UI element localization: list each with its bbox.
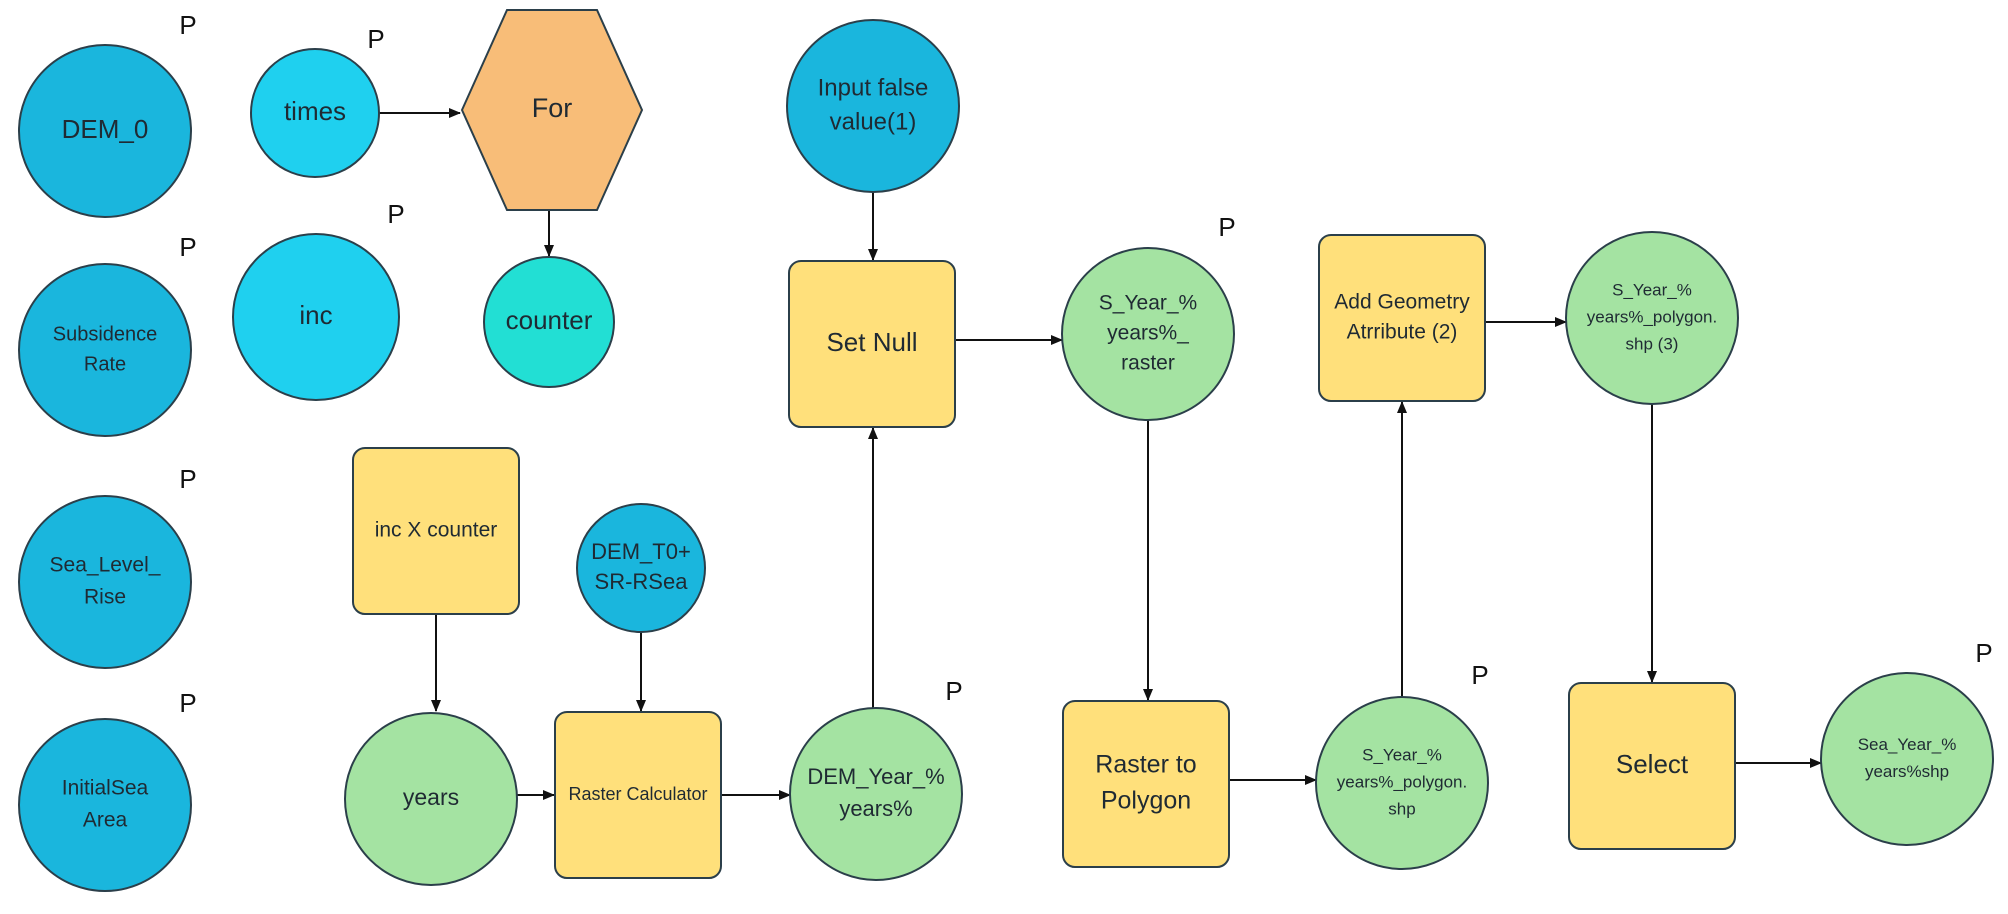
node-select[interactable]: Select xyxy=(1568,682,1736,850)
for-label-line-1: For xyxy=(532,93,573,123)
sealevel-circle[interactable] xyxy=(18,495,192,669)
node-counter[interactable]: counter xyxy=(483,256,615,388)
set-null-box[interactable] xyxy=(788,260,956,428)
node-times[interactable]: times xyxy=(250,48,380,178)
inc-x-counter-box[interactable] xyxy=(352,447,520,615)
connector-layer xyxy=(379,108,1822,800)
years-label-line-1: years xyxy=(403,784,459,810)
s-year-poly3-label-line-2: years%_polygon. xyxy=(1587,307,1717,326)
counter-circle[interactable] xyxy=(483,256,615,388)
years-circle[interactable] xyxy=(344,712,518,886)
dem0-label-line-1: DEM_0 xyxy=(62,114,149,144)
s-year-poly3-circle[interactable] xyxy=(1565,231,1739,405)
node-set-null[interactable]: Set Null xyxy=(788,260,956,428)
sea-year-circle[interactable] xyxy=(1820,672,1994,846)
select-box[interactable] xyxy=(1568,682,1736,850)
s-year-raster-label-line-3: raster xyxy=(1121,352,1175,375)
raster-to-poly-label-line-2: Polygon xyxy=(1101,787,1191,815)
raster-to-poly-box[interactable] xyxy=(1062,700,1230,868)
sea-year-label-line-2: years%shp xyxy=(1865,762,1949,781)
dem0-circle[interactable] xyxy=(18,44,192,218)
node-raster-to-poly[interactable]: Raster to Polygon xyxy=(1062,700,1230,868)
dem-t0-circle[interactable] xyxy=(576,503,706,633)
node-inc[interactable]: inc xyxy=(232,233,400,401)
parameter-marker-layer: P P P P P P P P P P xyxy=(179,10,1992,718)
parameter-marker-s-year-raster: P xyxy=(1218,212,1235,242)
dem-year-circle[interactable] xyxy=(789,707,963,881)
set-null-label-line-1: Set Null xyxy=(826,327,917,357)
parameter-marker-dem0: P xyxy=(179,10,196,40)
s-year-poly-circle[interactable] xyxy=(1315,696,1489,870)
inc-label-line-1: inc xyxy=(299,300,332,330)
subsidence-label-line-1: Subsidence xyxy=(53,323,158,345)
initialsea-label-line-2: Area xyxy=(83,809,128,832)
node-dem-year[interactable]: DEM_Year_% years% xyxy=(789,707,963,881)
times-circle[interactable] xyxy=(250,48,380,178)
parameter-marker-times: P xyxy=(367,24,384,54)
dem-year-label-line-1: DEM_Year_% xyxy=(807,764,944,789)
raster-calc-box[interactable] xyxy=(554,711,722,879)
input-false-label-line-1: Input false xyxy=(818,74,929,101)
s-year-poly-label-line-3: shp xyxy=(1388,799,1415,818)
node-s-year-raster[interactable]: S_Year_% years%_raster xyxy=(1061,247,1235,421)
inc-circle[interactable] xyxy=(232,233,400,401)
subsidence-label-line-2: Rate xyxy=(84,353,126,375)
parameter-marker-dem-year: P xyxy=(945,676,962,706)
sea-year-label-line-1: Sea_Year_% xyxy=(1858,735,1957,754)
node-sea-year[interactable]: Sea_Year_% years%shp xyxy=(1820,672,1994,846)
node-input-false[interactable]: Input false value(1) xyxy=(786,19,960,193)
node-dem0[interactable]: DEM_0 xyxy=(18,44,192,218)
sealevel-label-line-1: Sea_Level_ xyxy=(50,554,161,577)
inc-x-counter-label-line-1: inc X counter xyxy=(375,519,498,542)
initialsea-label-line-1: InitialSea xyxy=(62,777,149,800)
add-geom-label-line-2: Atrribute (2) xyxy=(1347,321,1458,344)
parameter-marker-initialsea: P xyxy=(179,688,196,718)
s-year-poly3-label-line-1: S_Year_% xyxy=(1612,280,1692,299)
sealevel-label-line-2: Rise xyxy=(84,586,126,609)
input-false-circle[interactable] xyxy=(786,19,960,193)
dem-t0-label-line-2: SR-RSea xyxy=(595,569,689,594)
node-for[interactable]: For xyxy=(460,9,644,211)
counter-label-line-1: counter xyxy=(506,305,593,335)
parameter-marker-s-year-poly: P xyxy=(1471,660,1488,690)
raster-calc-label-line-1: Raster Calculator xyxy=(568,784,707,804)
parameter-marker-inc: P xyxy=(387,199,404,229)
raster-to-poly-label-line-1: Raster to xyxy=(1095,751,1196,779)
subsidence-circle[interactable] xyxy=(18,263,192,437)
parameter-marker-subsidence: P xyxy=(179,232,196,262)
node-years[interactable]: years xyxy=(344,712,518,886)
times-label-line-1: times xyxy=(284,96,346,126)
s-year-poly-label-line-2: years%_polygon. xyxy=(1337,772,1467,791)
node-s-year-poly[interactable]: S_Year_% years%_polygon.shp xyxy=(1315,696,1489,870)
dem-year-label-line-2: years% xyxy=(839,796,912,821)
s-year-raster-circle[interactable] xyxy=(1061,247,1235,421)
parameter-marker-sealevel: P xyxy=(179,464,196,494)
initialsea-circle[interactable] xyxy=(18,718,192,892)
node-raster-calc[interactable]: Raster Calculator xyxy=(554,711,722,879)
add-geom-box[interactable] xyxy=(1318,234,1486,402)
for-hexagon[interactable] xyxy=(460,9,644,211)
s-year-raster-label-line-1: S_Year_% xyxy=(1099,292,1197,315)
s-year-raster-label-line-2: years%_ xyxy=(1107,322,1189,345)
node-dem-t0[interactable]: DEM_T0+ SR-RSea xyxy=(576,503,706,633)
parameter-marker-sea-year: P xyxy=(1975,638,1992,668)
s-year-poly-label-line-1: S_Year_% xyxy=(1362,745,1442,764)
node-sealevel[interactable]: Sea_Level_ Rise xyxy=(18,495,192,669)
select-label-line-1: Select xyxy=(1616,749,1689,779)
node-s-year-poly3[interactable]: S_Year_% years%_polygon.shp (3) xyxy=(1565,231,1739,405)
s-year-poly3-label-line-3: shp (3) xyxy=(1626,334,1679,353)
input-false-label-line-2: value(1) xyxy=(830,108,917,135)
add-geom-label-line-1: Add Geometry xyxy=(1334,291,1470,314)
node-inc-x-counter[interactable]: inc X counter xyxy=(352,447,520,615)
dem-t0-label-line-1: DEM_T0+ xyxy=(591,539,691,564)
